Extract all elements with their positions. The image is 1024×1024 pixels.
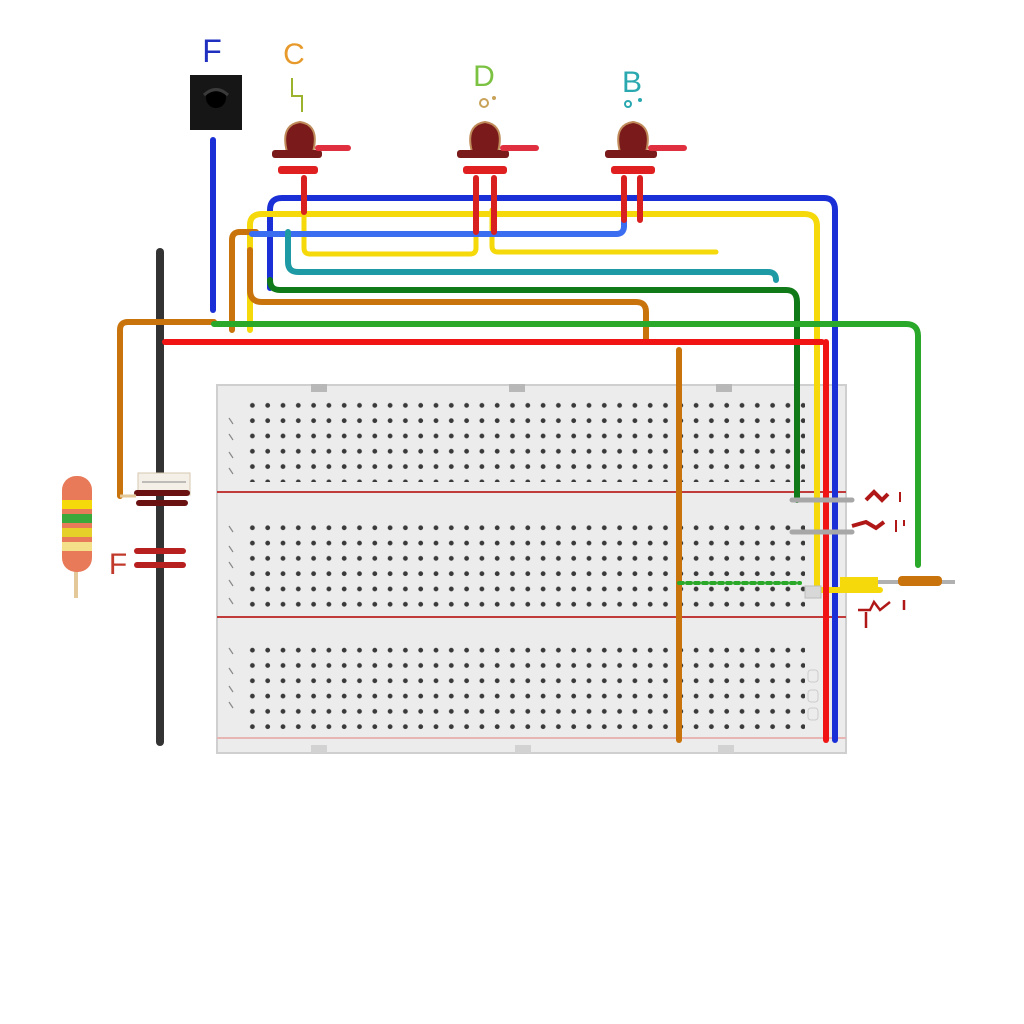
led-b: B [605, 66, 687, 174]
led-icon [605, 120, 687, 174]
breadboard-hole-grid-middle [240, 523, 805, 611]
breadboard-hole-grid-top [240, 394, 805, 482]
capacitor-icon [120, 472, 191, 568]
led-icon [272, 120, 351, 174]
wire-orange-left [117, 319, 217, 499]
wire-yellow-led-d [489, 207, 719, 255]
photo-sensor-icon [190, 75, 242, 130]
led-c-label: C [283, 38, 305, 71]
led-c: C [272, 38, 351, 174]
photo-sensor: F [190, 33, 242, 130]
resistor [62, 476, 92, 598]
right-components [789, 489, 955, 721]
breadboard-row-marks-left [228, 417, 234, 709]
led-d-label: D [473, 60, 495, 93]
led-icon [789, 489, 905, 535]
wire-blue-loop [267, 195, 838, 743]
capacitor: F [109, 472, 191, 581]
wire-orange-top [229, 229, 649, 345]
wire-red-led-d [473, 175, 497, 235]
sensor-label: F [202, 33, 222, 69]
led-d: D [457, 60, 539, 174]
breadboard [216, 384, 847, 754]
wire-green-main [211, 321, 921, 568]
capacitor-label: F [109, 548, 127, 581]
led-b-label: B [622, 66, 642, 99]
led-icon [457, 120, 539, 174]
wire-yellow-main [247, 211, 883, 593]
breadboard-hole-grid-bottom [240, 644, 805, 732]
wire-darkgreen [267, 277, 800, 503]
wire-lightblue [249, 207, 627, 237]
wire-yellow-led-c [301, 207, 479, 257]
resistor-icon [62, 476, 92, 598]
wires [117, 137, 921, 743]
wire-teal [285, 229, 779, 283]
resistor-icon [840, 576, 955, 587]
wire-red-led-b [621, 175, 643, 223]
